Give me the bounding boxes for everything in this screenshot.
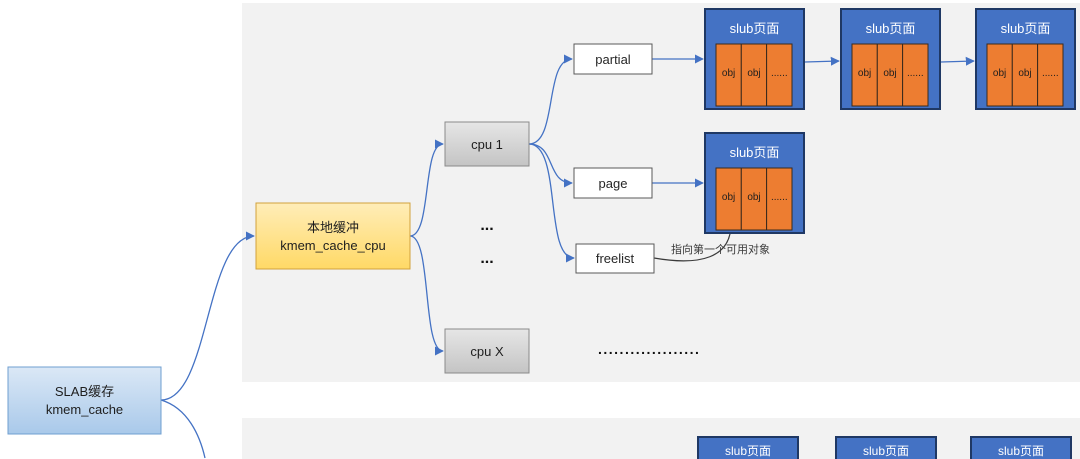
cpu-x-box xyxy=(444,328,530,374)
slub-page-second-panel-2: slub页面 xyxy=(835,436,937,459)
obj-cell xyxy=(851,43,878,107)
arrow-local-to-cpux xyxy=(409,235,444,356)
cpu-1-label: cpu 1 xyxy=(471,137,503,152)
slub-page-title: slub页面 xyxy=(866,21,916,36)
local-cache-struct: kmem_cache_cpu xyxy=(280,238,386,253)
obj-label: obj xyxy=(883,68,896,79)
freelist-box xyxy=(575,243,655,274)
slub-page-title: slub页面 xyxy=(725,444,771,458)
slub-page-partial-3: slub页面 obj obj ...... xyxy=(975,8,1076,110)
slub-page-title: slub页面 xyxy=(1001,21,1051,36)
arrow-slub1-to-slub2 xyxy=(804,56,840,66)
obj-strip: obj obj ...... xyxy=(715,167,793,231)
obj-label: obj xyxy=(1018,68,1031,79)
partial-box xyxy=(573,43,653,75)
connectors xyxy=(160,54,975,459)
page-node: page xyxy=(573,167,653,199)
cpu-panel-background xyxy=(242,3,1080,382)
obj-cell xyxy=(766,167,793,231)
arrow-cpu1-to-page xyxy=(528,143,573,188)
slub-page-title: slub页面 xyxy=(730,21,780,36)
edge-slab-to-next xyxy=(160,399,206,459)
obj-strip: obj obj ...... xyxy=(851,43,929,107)
slub-page-current: slub页面 obj obj ...... xyxy=(704,132,805,234)
obj-cell xyxy=(1037,43,1064,107)
arrow-cpu1-to-partial xyxy=(528,54,573,145)
obj-more-label: ...... xyxy=(771,192,788,203)
arrow-cpu1-to-freelist xyxy=(528,143,575,263)
slub-page-title: slub页面 xyxy=(730,145,780,160)
freelist-node: freelist xyxy=(575,243,655,274)
slub-page-partial-1: slub页面 obj obj ...... xyxy=(704,8,805,110)
page-box xyxy=(573,167,653,199)
arrow-slub2-to-slub3 xyxy=(940,56,975,66)
freelist-note: 指向第一个可用对象 xyxy=(671,242,770,256)
obj-more-label: ...... xyxy=(907,68,924,79)
obj-label: obj xyxy=(747,68,760,79)
obj-label: obj xyxy=(722,68,735,79)
arrow-slab-to-local-cache xyxy=(160,231,255,401)
obj-cell xyxy=(1011,43,1039,107)
cpu-1-box xyxy=(444,121,530,167)
cpu-ellipsis-upper: ... xyxy=(480,217,493,234)
obj-label: obj xyxy=(722,192,735,203)
slub-page-border xyxy=(970,436,1072,459)
local-cache-box xyxy=(255,202,411,270)
obj-cell xyxy=(740,167,768,231)
partial-label: partial xyxy=(595,52,631,67)
slub-page-border xyxy=(835,436,937,459)
obj-label: obj xyxy=(858,68,871,79)
obj-more-label: ...... xyxy=(1042,68,1059,79)
cpu-1-node: cpu 1 xyxy=(444,121,530,167)
partial-node: partial xyxy=(573,43,653,75)
obj-cell xyxy=(986,43,1013,107)
cpu-x-label: cpu X xyxy=(470,344,504,359)
slub-page-title: slub页面 xyxy=(998,444,1044,458)
obj-cell xyxy=(766,43,793,107)
second-panel-background xyxy=(242,418,1080,459)
obj-strip: obj obj ...... xyxy=(986,43,1064,107)
cpu-ellipsis-lower: ... xyxy=(480,250,493,267)
slub-page-border xyxy=(697,436,799,459)
slab-cache-box xyxy=(7,366,162,435)
more-ellipsis: ................... xyxy=(598,341,700,357)
local-cache-title: 本地缓冲 xyxy=(307,220,359,235)
slub-page-second-panel-1: slub页面 xyxy=(697,436,799,459)
slab-cache-node: SLAB缓存 kmem_cache xyxy=(7,366,162,435)
slub-page-title: slub页面 xyxy=(863,444,909,458)
obj-strip: obj obj ...... xyxy=(715,43,793,107)
slub-page-box xyxy=(971,437,1071,459)
arrow-local-to-cpu1 xyxy=(409,139,444,237)
obj-label: obj xyxy=(747,192,760,203)
slub-page-box xyxy=(836,437,936,459)
local-cache-node: 本地缓冲 kmem_cache_cpu xyxy=(255,202,411,270)
obj-cell xyxy=(902,43,929,107)
freelist-label: freelist xyxy=(596,251,635,266)
page-label: page xyxy=(599,176,628,191)
slab-cache-title: SLAB缓存 xyxy=(55,384,114,399)
obj-more-label: ...... xyxy=(771,68,788,79)
slub-page-second-panel-3: slub页面 xyxy=(970,436,1072,459)
slub-page-box xyxy=(698,437,798,459)
obj-label: obj xyxy=(993,68,1006,79)
cpu-x-node: cpu X xyxy=(444,328,530,374)
slub-page-partial-2: slub页面 obj obj ...... xyxy=(840,8,941,110)
obj-cell xyxy=(715,43,742,107)
slab-cache-struct: kmem_cache xyxy=(46,402,123,417)
